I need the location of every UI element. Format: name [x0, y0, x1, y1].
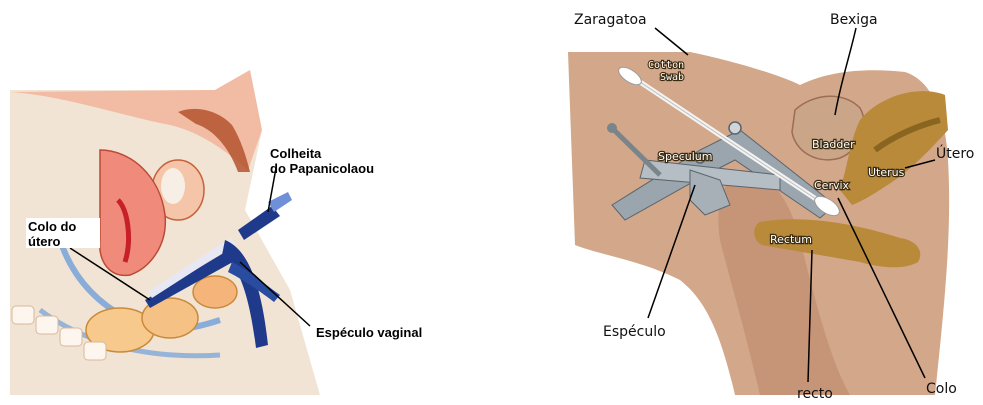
- cotton-label-line2: Swab: [660, 72, 684, 83]
- uterus-pt-label: Útero: [936, 144, 974, 162]
- speculum-label: Espéculo vaginal: [316, 325, 422, 340]
- cervix-en-label: Cervix: [814, 179, 850, 192]
- bladder-en-label: Bladder: [812, 138, 855, 151]
- left-bowel-3: [193, 276, 237, 308]
- right-swab-leader: [655, 28, 688, 55]
- left-bladder-highlight: [161, 168, 185, 204]
- swab-pt-label: Zaragatoa: [574, 12, 647, 28]
- speculum-en-label: Speculum: [658, 150, 713, 163]
- rectum-pt-label: recto: [797, 386, 833, 402]
- bladder-pt-label: Bexiga: [830, 12, 878, 28]
- pap-label-line2: do Papanicolaou: [270, 161, 374, 176]
- speculum-pt-label: Espéculo: [603, 324, 666, 340]
- cervix-label-line1: Colo do: [28, 219, 76, 234]
- right-diagram: Cotton Swab Speculum Bladder Uterus Cerv…: [568, 12, 974, 402]
- uterus-en-label: Uterus: [868, 166, 905, 179]
- cervix-pt-label: Colo: [926, 381, 957, 397]
- cotton-label-line1: Cotton: [648, 60, 684, 71]
- rectum-en-label: Rectum: [770, 233, 812, 246]
- left-diagram: Colheita do Papanicolaou Colo do útero E…: [10, 70, 422, 395]
- pap-label-line1: Colheita: [270, 146, 322, 161]
- cervix-label-line2: útero: [28, 234, 61, 249]
